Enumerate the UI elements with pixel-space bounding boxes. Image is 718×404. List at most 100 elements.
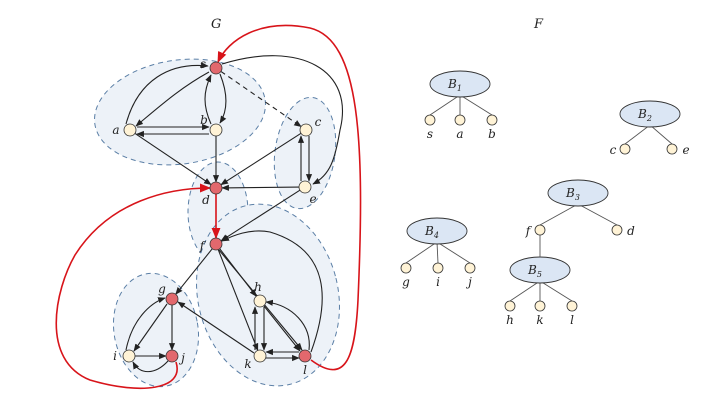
edge-a-d <box>134 132 212 186</box>
tree-root-B1 <box>429 70 491 98</box>
tree-B4: g i j B4 <box>400 217 476 289</box>
tree-leaf-label-b: b <box>488 127 496 141</box>
edge-s-c <box>220 70 302 128</box>
tree-edge-B2-c <box>624 124 651 145</box>
node-h: h <box>253 280 267 308</box>
tree-B2: c e B2 <box>610 100 690 157</box>
edge-s-b <box>219 73 227 124</box>
tree-leaf-k <box>534 300 546 312</box>
tree-edge-B4-j <box>436 241 471 264</box>
blob-B1 <box>94 58 266 166</box>
tree-leaf-s <box>424 114 436 126</box>
edge-b-s <box>204 74 212 125</box>
tree-leaf-label-h: h <box>506 313 514 327</box>
edge-h-l <box>263 305 301 352</box>
tree-edge-B2-e <box>649 124 673 145</box>
tree-leaf-label-e: e <box>682 143 689 157</box>
tree-B1: s a b B1 <box>424 70 498 141</box>
node-k: k <box>244 349 267 371</box>
tree-edge-B5-h <box>509 280 541 302</box>
edge-j-i <box>132 360 169 373</box>
node-circle-f <box>209 237 223 251</box>
node-j: j <box>165 349 185 365</box>
node-circle-b <box>209 123 223 137</box>
tree-leaf-label-j: j <box>465 275 472 289</box>
node-label-d: d <box>202 193 210 207</box>
tree-leaf-f <box>534 224 546 236</box>
edge-l-f <box>221 230 323 353</box>
tree-leaf-label-c: c <box>610 143 617 157</box>
tree-leaf-i <box>432 262 444 274</box>
tree-leaf-label-g: g <box>402 275 410 289</box>
tree-root-label-B2: B2 <box>637 107 652 123</box>
node-circle-j <box>165 349 179 363</box>
node-circle-h <box>253 294 267 308</box>
tree-root-B3 <box>547 179 609 207</box>
tree-leaf-label-s: s <box>427 127 433 141</box>
tree-leaf-h <box>504 300 516 312</box>
edge-k-g <box>177 301 255 354</box>
tree-edge-B1-s <box>429 94 461 116</box>
node-label-s: s <box>200 57 206 71</box>
node-label-c: c <box>315 115 322 129</box>
node-e: e <box>298 180 317 206</box>
tree-leaf-b <box>486 114 498 126</box>
tree-leaf-e <box>666 143 678 155</box>
tree-root-label-B5: B5 <box>527 263 542 279</box>
tree-root-B4 <box>406 217 468 245</box>
node-circle-d <box>209 181 223 195</box>
edge-f-g <box>175 248 213 295</box>
node-circle-g <box>165 292 179 306</box>
tree-leaf-l <box>566 300 578 312</box>
tree-edge-B1-b <box>459 94 493 116</box>
node-f: f <box>199 237 223 253</box>
tree-leaf-label-i: i <box>436 275 440 289</box>
blob-B5 <box>196 203 340 387</box>
tree-leaf-label-f: f <box>525 224 533 238</box>
node-label-g: g <box>158 282 166 296</box>
tree-leaf-a <box>454 114 466 126</box>
node-l: l <box>298 349 312 377</box>
node-label-f: f <box>199 239 207 253</box>
edge-s-a <box>135 71 210 127</box>
node-circle-l <box>298 349 312 363</box>
tree-leaf-label-k: k <box>536 313 543 327</box>
tree-leaf-j <box>464 262 476 274</box>
node-b: b <box>200 113 223 137</box>
tree-leaf-c <box>619 143 631 155</box>
tree-leaf-label-l: l <box>570 313 574 327</box>
node-circle-s <box>209 61 223 75</box>
tree-root-label-B4: B4 <box>424 224 439 240</box>
graph-edges <box>55 24 362 390</box>
node-label-i: i <box>113 349 117 363</box>
node-i: i <box>113 349 136 363</box>
edge-l-s <box>217 24 362 371</box>
edge-g-i <box>133 303 168 352</box>
blob-B2 <box>273 96 337 210</box>
node-label-l: l <box>303 363 307 377</box>
graph-nodes: s a b c e d f g i j h k l <box>112 57 321 377</box>
tree-edge-B5-l <box>539 280 573 302</box>
tree-leaf-label-a: a <box>456 127 463 141</box>
edge-i-g <box>125 297 166 351</box>
tree-root-label-B3: B3 <box>565 186 580 202</box>
tree-leaf-g <box>400 262 412 274</box>
tree-root-B2 <box>619 100 681 128</box>
node-a: a <box>112 123 137 137</box>
tree-leaf-d <box>611 224 623 236</box>
tree-edge-B4-g <box>405 241 438 264</box>
forest-title: F <box>533 17 544 32</box>
tree-edge-B4-i <box>436 241 439 264</box>
blob-B4 <box>112 272 200 388</box>
edge-e-f <box>220 189 301 242</box>
tree-root-label-B1: B1 <box>447 77 462 93</box>
node-label-b: b <box>200 113 208 127</box>
node-s: s <box>200 57 223 75</box>
node-label-e: e <box>309 192 316 206</box>
node-label-j: j <box>178 351 185 365</box>
node-label-h: h <box>254 280 262 294</box>
component-blobs <box>94 58 340 388</box>
